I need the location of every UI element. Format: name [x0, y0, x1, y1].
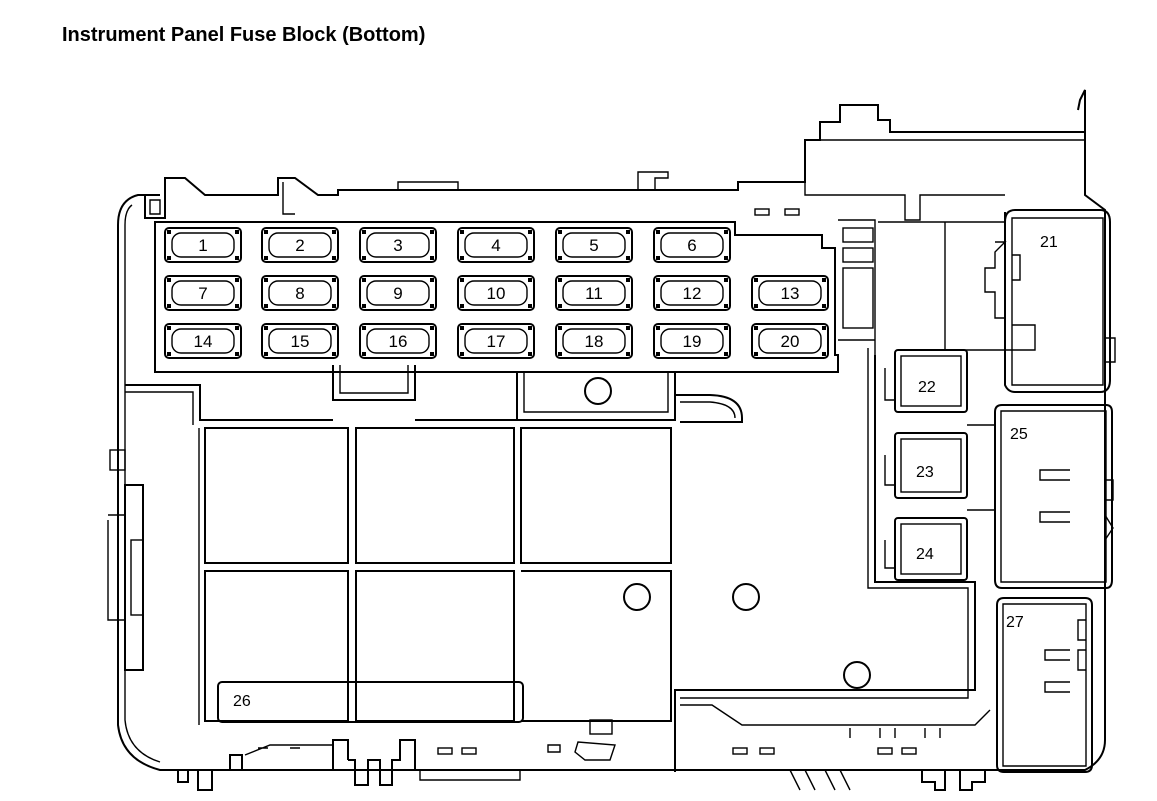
- fuse-18: 18: [555, 323, 633, 359]
- fuse-label: 9: [393, 284, 402, 303]
- fuse-4: 4: [457, 227, 535, 263]
- fuse-3: 3: [359, 227, 437, 263]
- fuse-13: 13: [751, 275, 829, 311]
- fuse-label: 15: [291, 332, 310, 351]
- fuse-label: 6: [687, 236, 696, 255]
- fuse-label: 14: [194, 332, 213, 351]
- fuse-label: 19: [683, 332, 702, 351]
- fuse-12: 12: [653, 275, 731, 311]
- fuse-label: 7: [198, 284, 207, 303]
- fuse-5: 5: [555, 227, 633, 263]
- relay-23: [894, 432, 968, 499]
- fuse-label: 4: [491, 236, 500, 255]
- fuse-14: 14: [164, 323, 242, 359]
- relay-21-label: 21: [1040, 234, 1058, 251]
- fuse-label: 11: [585, 284, 603, 303]
- mounting-hole: [843, 661, 871, 689]
- fuse-1: 1: [164, 227, 242, 263]
- fuse-11: 11: [555, 275, 633, 311]
- mounting-hole: [584, 377, 612, 405]
- relay-24: [894, 517, 968, 581]
- fuse-label: 12: [683, 284, 702, 303]
- relay-22: [894, 349, 968, 413]
- relay-27-label: 27: [1006, 614, 1024, 631]
- fuse-label: 18: [585, 332, 604, 351]
- fuse-area: [154, 221, 839, 373]
- fuse-block-housing: [117, 89, 1106, 771]
- fuse-16: 16: [359, 323, 437, 359]
- bay-26-label: 26: [233, 693, 251, 710]
- relay-25: [994, 404, 1113, 589]
- fuse-17: 17: [457, 323, 535, 359]
- relay-23-label: 23: [916, 464, 934, 481]
- fuse-10: 10: [457, 275, 535, 311]
- fuse-15: 15: [261, 323, 339, 359]
- housing-bottom-edge: [177, 754, 243, 791]
- relay-27: [996, 597, 1093, 773]
- page-title: Instrument Panel Fuse Block (Bottom): [62, 24, 426, 46]
- fuse-label: 10: [487, 284, 506, 303]
- fuse-2: 2: [261, 227, 339, 263]
- relay-22-label: 22: [918, 379, 936, 396]
- fuse-label: 13: [781, 284, 800, 303]
- fuse-label: 5: [589, 236, 598, 255]
- mounting-hole: [732, 583, 760, 611]
- fuse-19: 19: [653, 323, 731, 359]
- relay-21: [1004, 209, 1111, 393]
- relay-25-label: 25: [1010, 426, 1028, 443]
- fuse-label: 16: [389, 332, 408, 351]
- fuse-7: 7: [164, 275, 242, 311]
- fuse-8: 8: [261, 275, 339, 311]
- fuse-label: 17: [487, 332, 506, 351]
- mounting-hole: [623, 583, 651, 611]
- fuse-label: 20: [781, 332, 800, 351]
- relay-24-label: 24: [916, 546, 934, 563]
- fuse-9: 9: [359, 275, 437, 311]
- fuse-label: 1: [198, 236, 207, 255]
- bay-26: [217, 681, 524, 723]
- fuse-6: 6: [653, 227, 731, 263]
- fuse-label: 8: [295, 284, 304, 303]
- fuse-label: 2: [295, 236, 304, 255]
- fuse-label: 3: [393, 236, 402, 255]
- housing-top-edge: [144, 104, 1085, 219]
- fuse-20: 20: [751, 323, 829, 359]
